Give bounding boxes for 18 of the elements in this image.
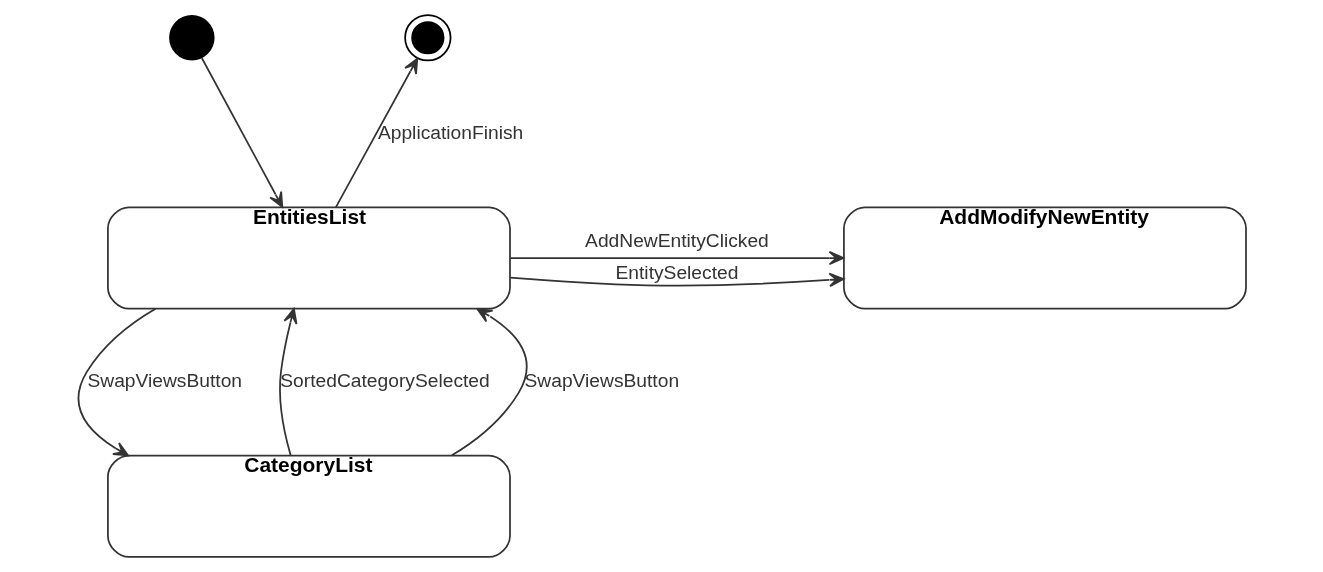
node-box: EntitiesList: [106, 206, 511, 310]
arrow: [334, 57, 418, 209]
edge-label: SwapViewsButton: [86, 370, 242, 392]
node-circle: [168, 15, 215, 61]
node-box: AddModifyNewEntity: [842, 206, 1247, 310]
node-box: CategoryList: [106, 454, 511, 558]
node-circle: [403, 14, 451, 62]
edge-label: ApplicationFinish: [377, 121, 523, 143]
arrow: [508, 250, 844, 266]
arrow: [450, 308, 527, 457]
arrow: [278, 307, 297, 456]
arrow: [200, 57, 283, 208]
arrow: [508, 272, 844, 288]
edge-label: SortedCategorySelected: [279, 370, 490, 392]
edge-label: AddNewEntityClicked: [584, 230, 769, 252]
edge-label: EntitySelected: [615, 261, 738, 283]
arrow: [77, 307, 156, 457]
edge-label: SwapViewsButton: [524, 370, 679, 392]
